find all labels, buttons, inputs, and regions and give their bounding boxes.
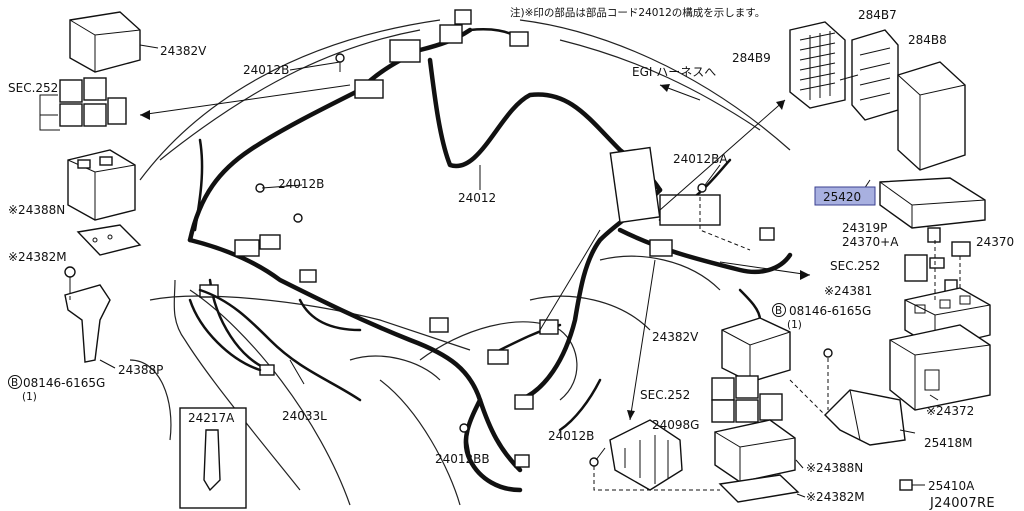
label-284B8: 284B8 (908, 33, 947, 47)
vehicle-body-outline (129, 19, 791, 506)
harness-24033L (188, 288, 362, 402)
label-25418M: 25418M (924, 436, 973, 450)
label-24012B-1: 24012B (243, 63, 289, 77)
label-24382M-bottom: ※24382M (806, 490, 865, 504)
label-24372: ※24372 (926, 404, 974, 418)
label-24370: 24370 (976, 235, 1014, 249)
label-sec252-right: SEC.252 (830, 259, 880, 273)
label-24388P: 24388P (118, 363, 163, 377)
part-24372 (889, 324, 991, 411)
part-24382V-bottom (721, 317, 791, 383)
leader-lines (139, 61, 939, 498)
part-284B8 (897, 61, 966, 171)
label-25420: 25420 (823, 190, 861, 204)
part-24382M-left (76, 224, 142, 256)
label-bolt-left-qty: (1) (22, 391, 37, 403)
label-24033L: 24033L (282, 409, 327, 423)
bolt-right-callout: B 08146-6165G (1) (772, 303, 871, 331)
bolt-left-callout: B 08146-6165G (1) (8, 375, 105, 403)
diagram-code: J24007RE (929, 496, 995, 511)
note-text: 注)※印の部品は部品コード24012の構成を示します。 (510, 6, 765, 19)
label-24370A: 24370+A (842, 235, 899, 249)
part-24217A-box (179, 407, 247, 509)
part-24319P (927, 227, 941, 243)
harness-connectors (199, 9, 775, 468)
label-24388N-left: ※24388N (8, 203, 65, 217)
part-284B9 (789, 21, 846, 109)
part-sec252-left (39, 77, 127, 131)
label-24382V-bottom: 24382V (652, 330, 699, 344)
part-24382M-bottom (718, 474, 800, 503)
label-bolt-right: 08146-6165G (789, 304, 871, 318)
label-24012BB: 24012BB (435, 452, 490, 466)
part-24388N-left (67, 149, 136, 221)
part-24388N-bottom (714, 419, 796, 483)
label-24012BA: 24012BA (673, 152, 728, 166)
part-25420 (879, 177, 986, 229)
part-sec252-bottom (711, 375, 783, 423)
main-harness-24012 (187, 27, 793, 493)
label-24388N-bottom: ※24388N (806, 461, 863, 475)
bolt-symbol-right: B (775, 305, 782, 317)
label-24012B-3: 24012B (548, 429, 594, 443)
part-sec252-right (904, 254, 958, 293)
part-24382V-top (69, 11, 159, 73)
label-sec252-bottom: SEC.252 (640, 388, 690, 402)
label-284B7: 284B7 (858, 8, 897, 22)
part-25418M (824, 389, 906, 446)
label-24217A: 24217A (188, 411, 235, 425)
part-24098G (609, 419, 683, 491)
label-24319P: 24319P (842, 221, 887, 235)
dashed-guides (69, 190, 961, 491)
label-284B9: 284B9 (732, 51, 771, 65)
bolts (255, 53, 833, 467)
highlight-25420 (814, 186, 876, 206)
label-24098G: 24098G (652, 418, 699, 432)
part-24388P-bracket (64, 266, 116, 369)
label-24012B-2: 24012B (278, 177, 324, 191)
label-24382M-left: ※24382M (8, 250, 67, 264)
label-bolt-left: 08146-6165G (23, 376, 105, 390)
part-284B7 (851, 29, 899, 121)
part-25410A (899, 479, 913, 491)
label-sec252-left: SEC.252 (8, 81, 58, 95)
label-24382V-top: 24382V (160, 44, 207, 58)
label-egi: EGI ハーネスへ (632, 65, 716, 79)
bolt-symbol-left: B (11, 377, 18, 389)
part-24370 (929, 241, 971, 269)
labels: 注)※印の部品は部品コード24012の構成を示します。 24382V SEC.2… (8, 6, 1014, 511)
label-bolt-right-qty: (1) (787, 319, 802, 331)
label-25410A: 25410A (928, 479, 975, 493)
label-24381: ※24381 (824, 284, 872, 298)
label-24012: 24012 (458, 191, 496, 205)
